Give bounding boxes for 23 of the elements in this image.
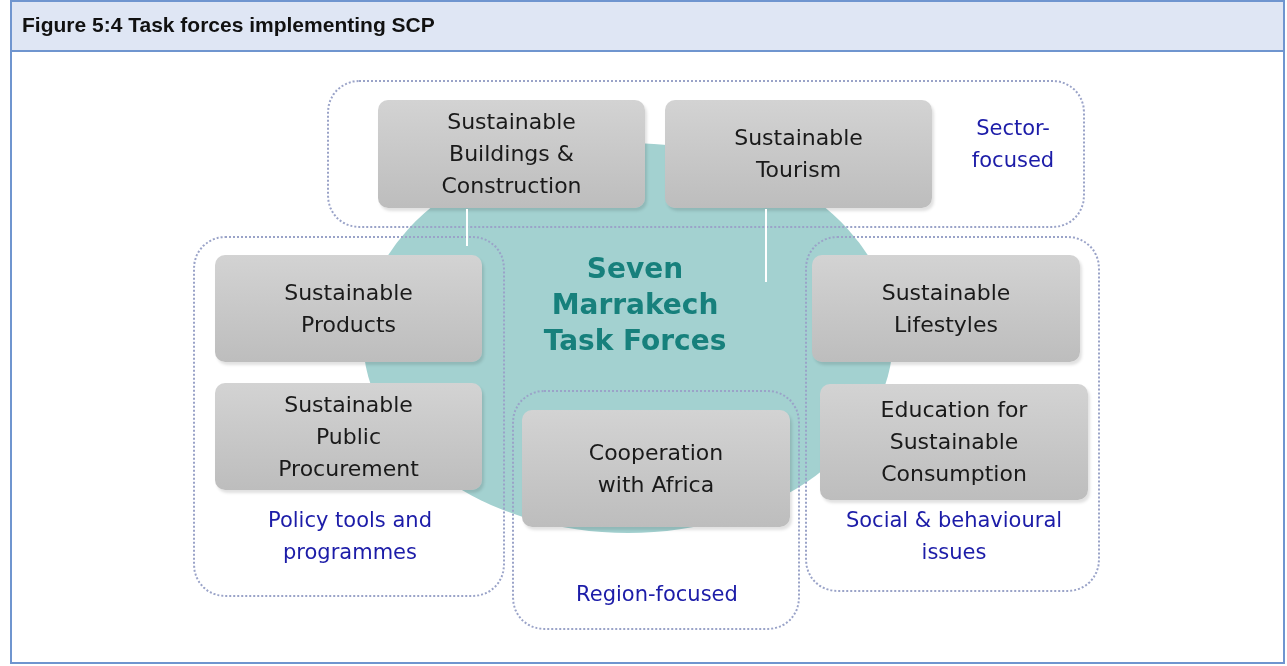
task-force-name: Education for Sustainable Consumption bbox=[879, 396, 1029, 488]
task-force-box bbox=[215, 255, 482, 362]
group-label: Region-focused bbox=[575, 581, 739, 608]
task-force-box bbox=[812, 255, 1080, 362]
group-label: Social & behavioural issues bbox=[844, 507, 1064, 566]
center-title: Seven Marrakech Task Forces bbox=[542, 251, 728, 359]
task-force-name: Sustainable Public Procurement bbox=[277, 390, 420, 483]
group-outline bbox=[805, 236, 1100, 592]
group-outline bbox=[327, 80, 1085, 228]
task-force-name: Sustainable Tourism bbox=[733, 124, 864, 184]
task-force-box bbox=[215, 383, 482, 490]
group-label: Policy tools and programmes bbox=[267, 507, 433, 566]
task-force-box bbox=[820, 384, 1088, 500]
task-force-name: Sustainable Buildings & Construction bbox=[440, 108, 583, 200]
figure-title: Figure 5:4 Task forces implementing SCP bbox=[22, 13, 435, 37]
task-force-box bbox=[378, 100, 645, 208]
task-force-name: Sustainable Products bbox=[283, 278, 414, 339]
group-outline bbox=[193, 236, 505, 597]
task-force-box bbox=[522, 410, 790, 527]
task-force-box bbox=[665, 100, 932, 208]
task-force-name: Cooperation with Africa bbox=[587, 438, 725, 499]
task-force-name: Sustainable Lifestyles bbox=[880, 278, 1012, 339]
group-label: Sector-focused bbox=[970, 115, 1056, 174]
